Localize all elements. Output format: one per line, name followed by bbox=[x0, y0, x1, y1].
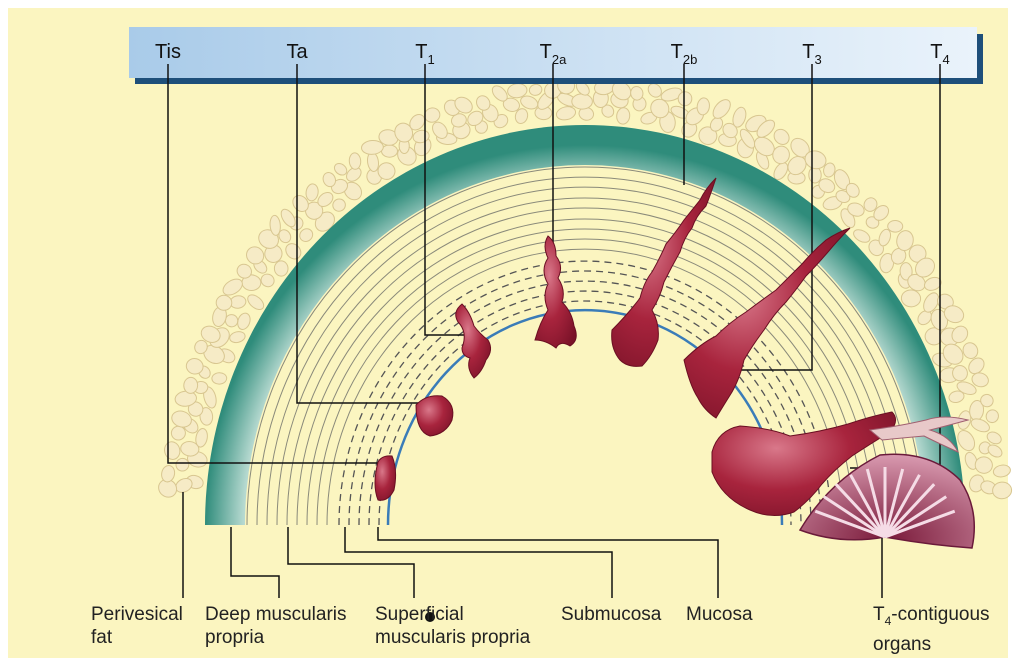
label-contiguous-organs-line1: T4-contiguous bbox=[873, 603, 990, 633]
label-mucosa: Mucosa bbox=[686, 603, 753, 626]
label-mucosa-line1: Mucosa bbox=[686, 603, 753, 626]
fat-lobule bbox=[274, 261, 288, 276]
label-contiguous-organs-line2: organs bbox=[873, 633, 990, 656]
label-superficial-muscularis-line2: muscularis propria bbox=[375, 626, 530, 649]
stage-label-ta: Ta bbox=[286, 41, 308, 63]
label-deep-muscularis-line1: Deep muscularis bbox=[205, 603, 347, 626]
fat-lobule bbox=[183, 377, 198, 394]
label-submucosa: Submucosa bbox=[561, 603, 661, 626]
label-deep-muscularis-line2: propria bbox=[205, 626, 347, 649]
fat-lobule bbox=[678, 91, 692, 105]
label-perivesical-fat-line1: Perivesical bbox=[91, 603, 183, 626]
label-superficial-muscularis: Superficial muscularis propria bbox=[375, 603, 530, 649]
fat-lobule bbox=[572, 94, 593, 110]
fat-lobule bbox=[212, 372, 227, 384]
label-submucosa-line1: Submucosa bbox=[561, 603, 661, 626]
label-perivesical-fat-line2: fat bbox=[91, 626, 183, 649]
label-contiguous-organs: T4-contiguous organs bbox=[873, 603, 990, 656]
label-contiguous-prefix: T bbox=[873, 604, 885, 625]
stage-label-tis: Tis bbox=[155, 41, 181, 63]
label-deep-muscularis: Deep muscularis propria bbox=[205, 603, 347, 649]
label-perivesical-fat: Perivesical fat bbox=[91, 603, 183, 649]
label-superficial-muscularis-line1: Superficial bbox=[375, 603, 530, 626]
fat-lobule bbox=[888, 220, 903, 232]
fat-lobule bbox=[382, 145, 398, 157]
label-contiguous-rest: -contiguous bbox=[891, 604, 989, 625]
